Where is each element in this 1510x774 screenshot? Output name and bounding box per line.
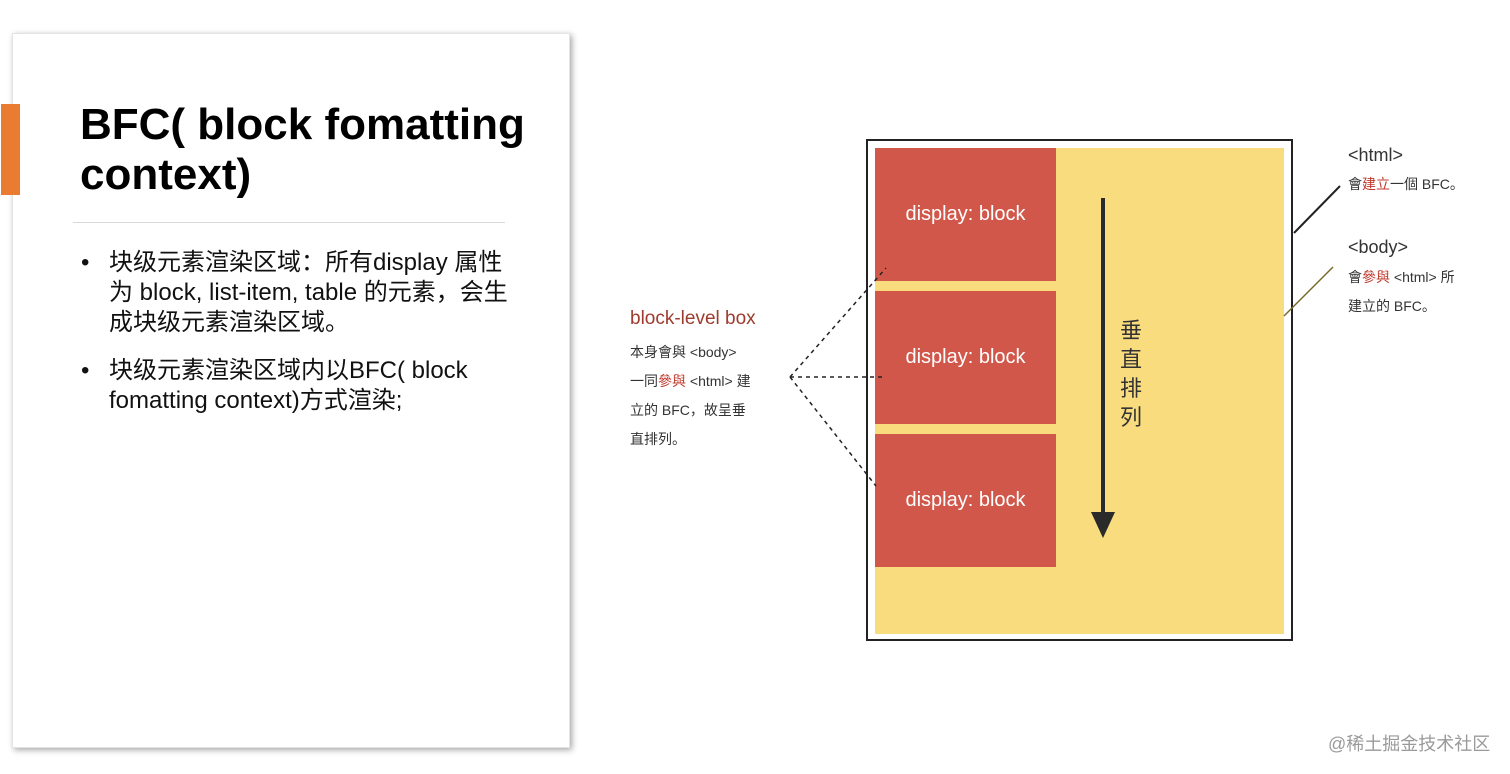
note-text: 會 — [1348, 176, 1362, 192]
block-box: display: block — [875, 434, 1056, 567]
watermark: @稀土掘金技术社区 — [1328, 734, 1491, 754]
block-box: display: block — [875, 148, 1056, 281]
note-text: 一個 BFC。 — [1390, 176, 1464, 192]
dashed-connector — [789, 376, 877, 487]
note-highlight: 參與 — [1362, 269, 1390, 285]
vertical-label-char: 垂 — [1119, 318, 1142, 343]
accent-bar — [1, 104, 20, 195]
arrow-down-icon — [1091, 512, 1115, 538]
note-text: 立的 BFC，故呈垂 — [630, 402, 746, 418]
vertical-arrangement-label: 垂 直 排 列 — [1118, 316, 1144, 432]
bullet-item: • 块级元素渲染区域：所有display 属性为 block, list-ite… — [81, 248, 521, 338]
vertical-label-char: 直 — [1119, 347, 1142, 372]
note-text: 直排列。 — [630, 431, 686, 447]
note-text: 會 — [1348, 269, 1362, 285]
block-box: display: block — [875, 291, 1056, 424]
note-text: 本身會與 <body> — [630, 344, 737, 360]
note-highlight: 建立 — [1362, 176, 1390, 192]
html-note-tag: <html> — [1348, 145, 1404, 165]
bullet-text: 块级元素渲染区域：所有display 属性为 block, list-item,… — [109, 249, 508, 336]
slide-title: BFC( block fomatting context) — [80, 100, 525, 199]
bullet-dot-icon: • — [81, 357, 90, 384]
slide-panel: BFC( block fomatting context) • 块级元素渲染区域… — [1, 33, 570, 748]
dashed-connector — [789, 267, 887, 378]
note-text: 建立的 BFC。 — [1348, 298, 1436, 314]
note-text: 一同 — [630, 373, 658, 389]
note-text: <html> 建 — [686, 373, 751, 389]
bullet-list: • 块级元素渲染区域：所有display 属性为 block, list-ite… — [81, 248, 521, 434]
vertical-label-char: 列 — [1119, 405, 1142, 430]
html-pointer-line — [1293, 185, 1341, 234]
bullet-text: 块级元素渲染区域内以BFC( block fomatting context)方… — [109, 357, 468, 414]
body-note-tag: <body> — [1348, 237, 1409, 257]
vertical-label-char: 排 — [1119, 376, 1142, 401]
html-note-text: 會建立一個 BFC。 — [1348, 170, 1464, 199]
body-note-text: 會參與 <html> 所 建立的 BFC。 — [1348, 263, 1498, 321]
note-text: <html> 所 — [1390, 269, 1455, 285]
title-divider — [73, 222, 505, 223]
note-highlight: 參與 — [658, 373, 686, 389]
bullet-dot-icon: • — [81, 249, 90, 276]
bullet-item: • 块级元素渲染区域内以BFC( block fomatting context… — [81, 356, 521, 416]
block-level-note-text: 本身會與 <body> 一同參與 <html> 建 立的 BFC，故呈垂 直排列… — [630, 338, 780, 454]
block-level-title: block-level box — [630, 308, 756, 329]
body-pointer-line — [1283, 266, 1334, 317]
